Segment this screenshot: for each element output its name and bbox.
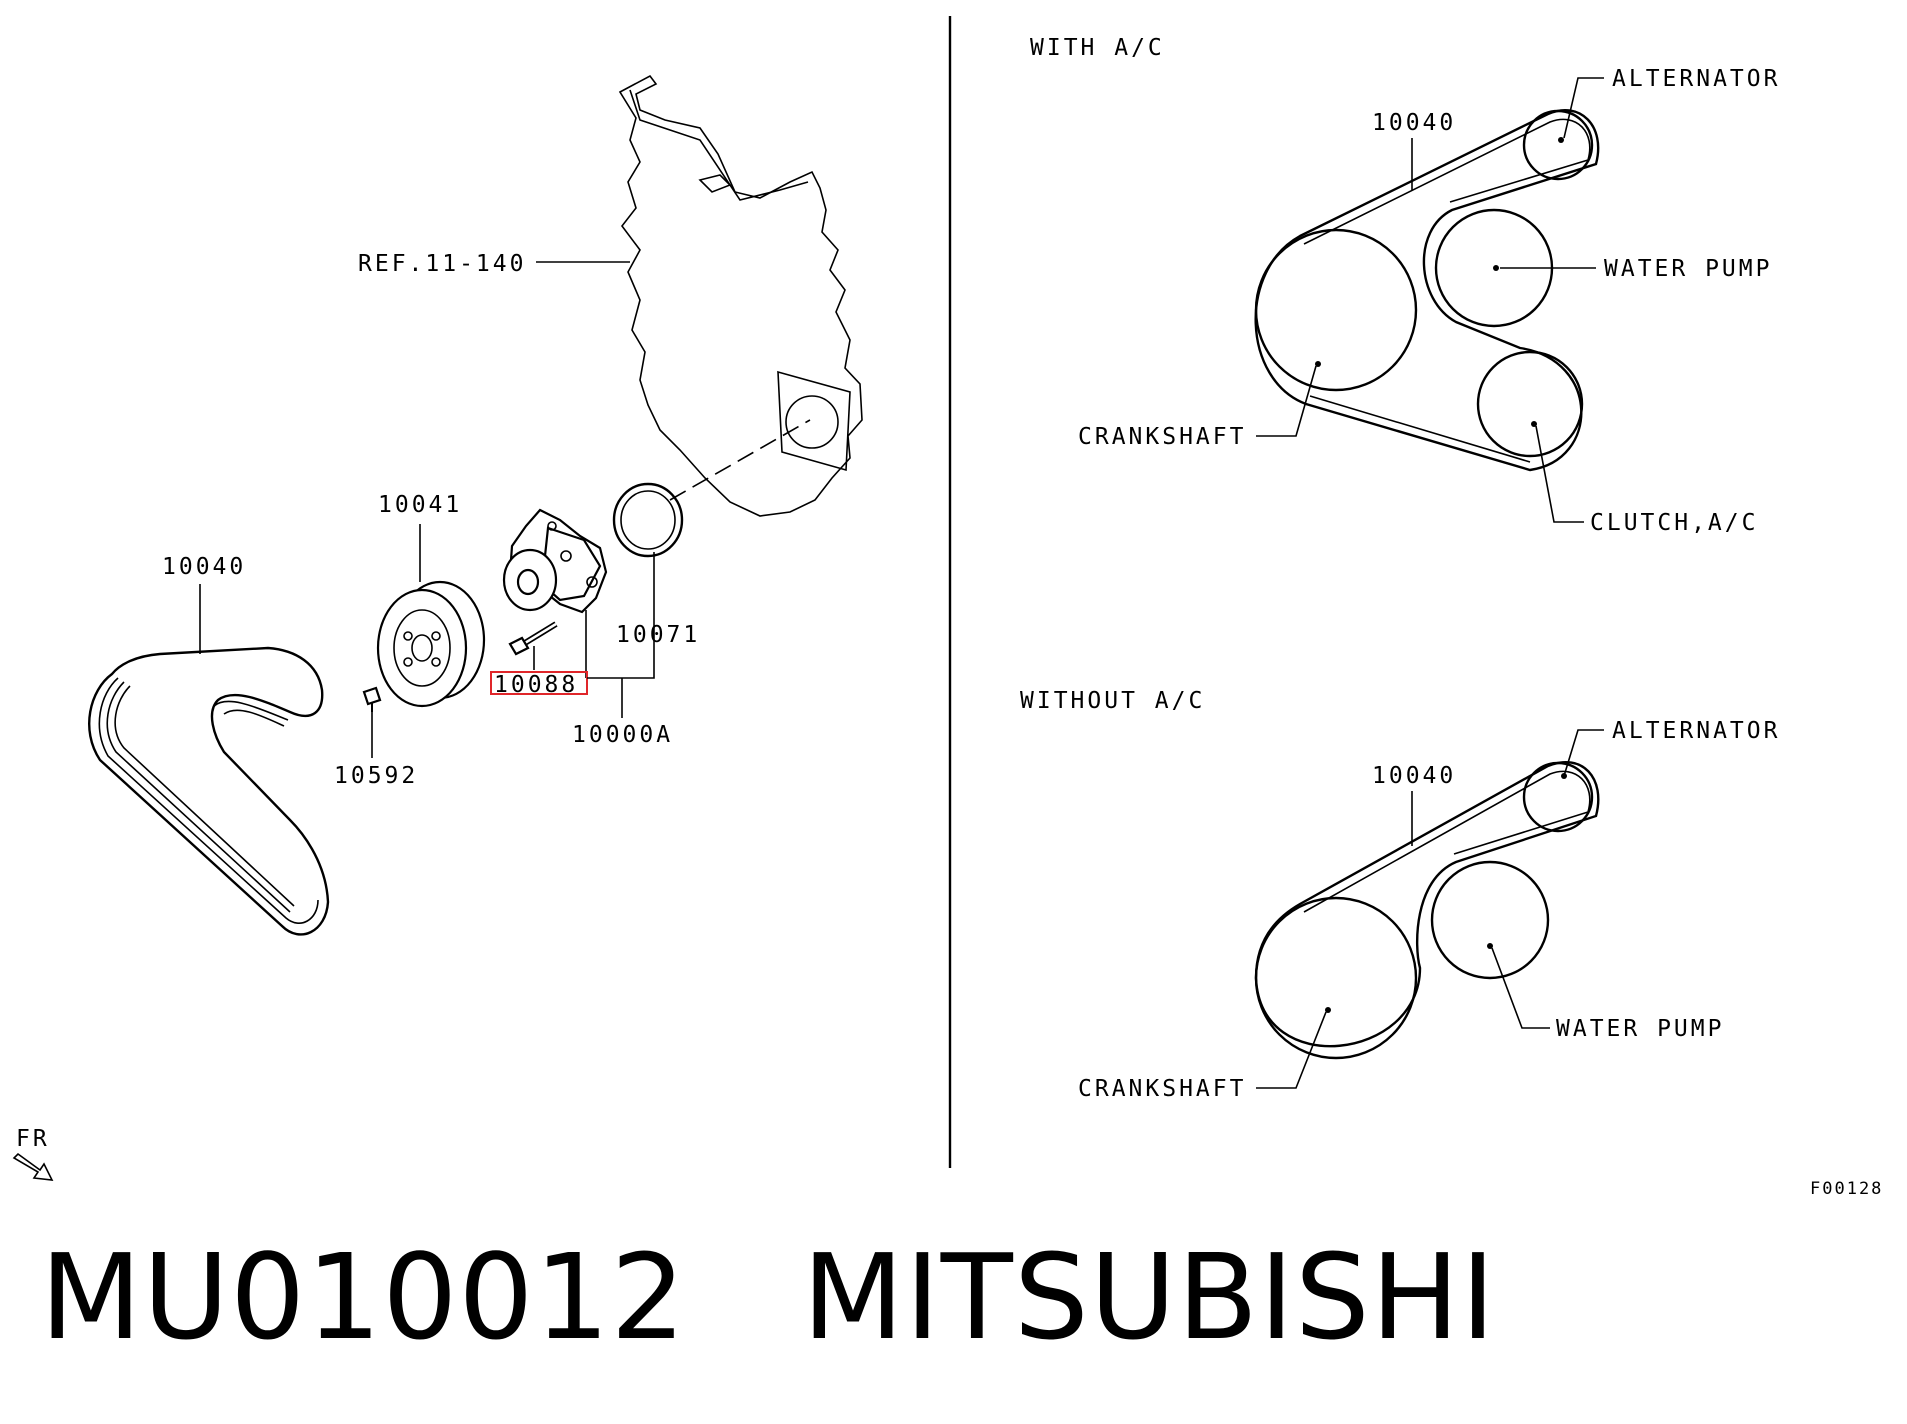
bolt-10088 — [508, 621, 558, 656]
with-ac-title: WITH A/C — [1030, 35, 1165, 61]
water-pump — [502, 508, 608, 614]
with-ac-clutch-leader — [1535, 425, 1584, 523]
without-ac-water-pump-pulley — [1430, 860, 1550, 980]
ref-label: REF.11-140 — [358, 251, 526, 277]
label-pump-assy: 10000A — [572, 722, 673, 748]
figure-code: F00128 — [1810, 1179, 1883, 1199]
footer-part-number: MU010012 — [40, 1228, 687, 1366]
engine-front-cover — [618, 74, 863, 517]
bolt-10592 — [362, 686, 382, 712]
without-ac-belt-label: 10040 — [1372, 763, 1456, 789]
with-ac-crankshaft-pulley — [1254, 228, 1418, 392]
without-ac-belt-routing — [1254, 760, 1600, 1060]
front-marker-label: FR — [16, 1126, 50, 1152]
gasket-10071 — [612, 482, 684, 558]
with-ac-crankshaft-leader — [1256, 365, 1317, 437]
highlight-box — [490, 671, 588, 695]
with-ac-belt-routing — [1254, 108, 1600, 472]
with-ac-clutch-label: CLUTCH,A/C — [1590, 510, 1758, 536]
v-belt-10040 — [88, 646, 330, 936]
label-pulley: 10041 — [378, 492, 462, 518]
without-ac-crankshaft-pulley — [1254, 896, 1418, 1060]
pulley-10041 — [376, 580, 486, 708]
label-bolt-pump: 10088 — [494, 672, 578, 698]
assy-bracket — [587, 618, 655, 679]
assembly-axis — [669, 419, 811, 501]
with-ac-crankshaft-label: CRANKSHAFT — [1078, 424, 1246, 450]
footer-brand: MITSUBISHI — [802, 1228, 1497, 1366]
label-belt: 10040 — [162, 554, 246, 580]
without-ac-water-pump-leader — [1491, 947, 1550, 1029]
label-gasket: 10071 — [616, 622, 700, 648]
without-ac-alternator-leader — [1563, 729, 1604, 777]
without-ac-water-pump-label: WATER PUMP — [1556, 1016, 1724, 1042]
front-arrow-icon — [12, 1152, 54, 1181]
with-ac-belt-label: 10040 — [1372, 110, 1456, 136]
without-ac-title: WITHOUT A/C — [1020, 688, 1205, 714]
with-ac-water-pump-label: WATER PUMP — [1604, 256, 1772, 282]
with-ac-clutch-pulley — [1476, 350, 1584, 458]
with-ac-alternator-label: ALTERNATOR — [1612, 66, 1780, 92]
without-ac-crankshaft-label: CRANKSHAFT — [1078, 1076, 1246, 1102]
label-bolt-pulley: 10592 — [334, 763, 418, 789]
without-ac-alternator-label: ALTERNATOR — [1612, 718, 1780, 744]
part-footer: MU010012 MITSUBISHI — [40, 1228, 1496, 1366]
with-ac-alternator-leader — [1563, 77, 1604, 139]
without-ac-crankshaft-leader — [1256, 1011, 1327, 1089]
